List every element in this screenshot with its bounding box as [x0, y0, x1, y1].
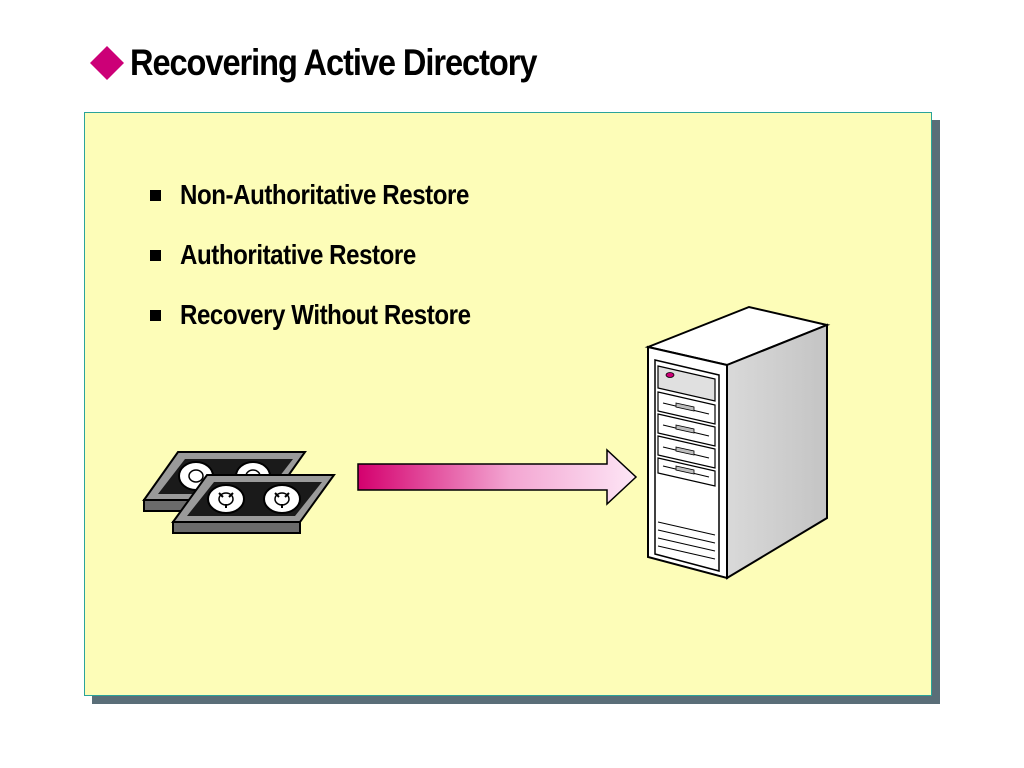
gradient-arrow-icon [357, 448, 638, 506]
bullet-item-non-authoritative-restore: Non-Authoritative Restore [150, 165, 518, 225]
backup-tapes-icon [142, 451, 336, 534]
bullet-label: Authoritative Restore [180, 239, 416, 270]
power-led-icon [665, 372, 675, 378]
bullet-item-authoritative-restore: Authoritative Restore [150, 225, 518, 285]
bullet-list: Non-Authoritative Restore Authoritative … [150, 165, 518, 345]
slide-title: Recovering Active Directory [130, 42, 537, 83]
square-bullet-icon [150, 249, 161, 261]
bullet-item-recovery-without-restore: Recovery Without Restore [150, 285, 518, 345]
bullet-label: Non-Authoritative Restore [180, 179, 469, 210]
bullet-label: Recovery Without Restore [180, 299, 471, 330]
diamond-bullet-icon [90, 46, 124, 80]
square-bullet-icon [150, 309, 161, 321]
slide-title-row: Recovering Active Directory [88, 38, 592, 88]
server-tower-icon [644, 305, 831, 580]
front-tape-cartridge [171, 474, 336, 534]
square-bullet-icon [150, 189, 161, 201]
